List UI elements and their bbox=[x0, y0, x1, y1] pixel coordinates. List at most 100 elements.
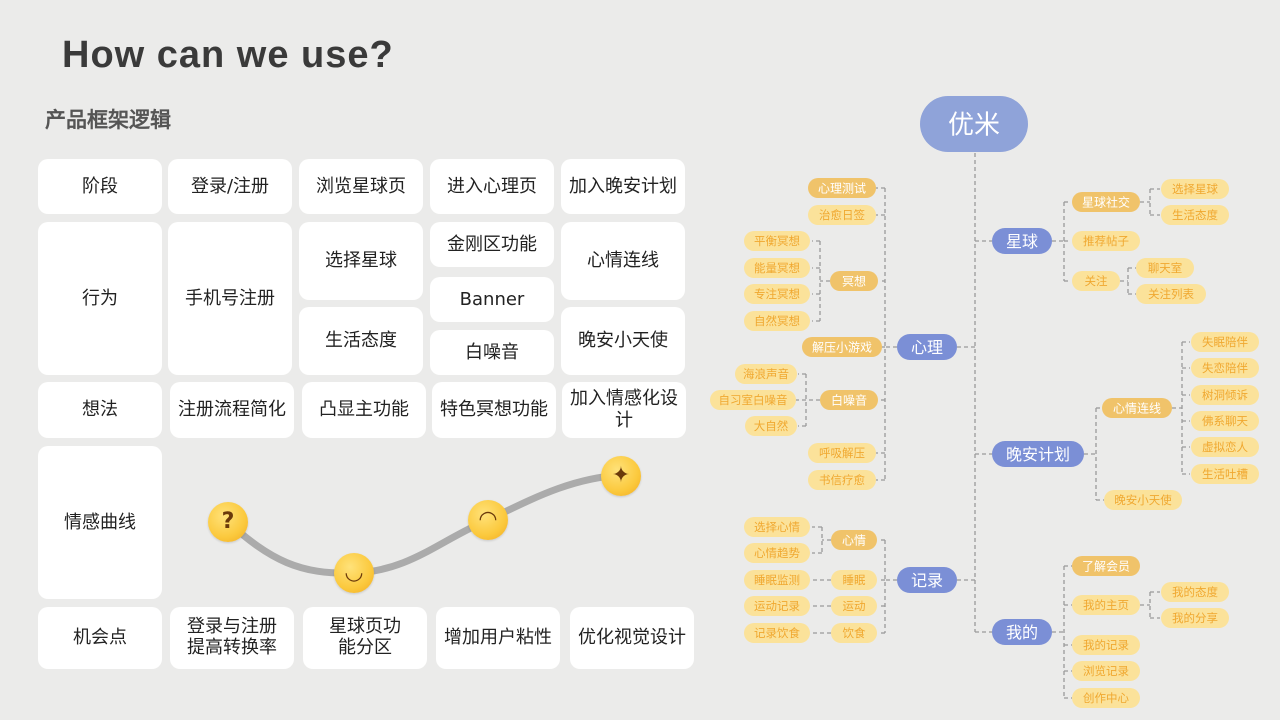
mindmap-node-psych-energy: 能量冥想 bbox=[744, 258, 810, 278]
svg-text:自然冥想: 自然冥想 bbox=[754, 314, 800, 328]
mindmap-node-psych-breath: 呼吸解压 bbox=[808, 443, 876, 463]
mindmap-node-psych-study: 自习室白噪音 bbox=[710, 390, 796, 410]
emotion-curve bbox=[224, 471, 626, 577]
mindmap-node-mine-state: 我的态度 bbox=[1161, 582, 1229, 602]
mindmap-node-record-mood: 心情 bbox=[831, 530, 877, 550]
svg-text:解压小游戏: 解压小游戏 bbox=[812, 340, 872, 354]
mindmap-branch-goodnight: 晚安计划 bbox=[992, 441, 1084, 467]
behavior-white-noise: 白噪音 bbox=[430, 330, 554, 375]
svg-text:生活态度: 生活态度 bbox=[1172, 208, 1218, 222]
svg-text:记录饮食: 记录饮食 bbox=[754, 626, 800, 640]
svg-text:星球: 星球 bbox=[1006, 232, 1038, 251]
svg-text:创作中心: 创作中心 bbox=[1083, 691, 1129, 705]
mindmap-node-record-mood-trend: 心情趋势 bbox=[744, 543, 810, 563]
svg-text:海浪声音: 海浪声音 bbox=[743, 367, 789, 381]
behavior-life-attitude: 生活态度 bbox=[299, 307, 423, 375]
mindmap-node-goodnight-treehole: 树洞倾诉 bbox=[1191, 385, 1259, 405]
svg-text:优米: 优米 bbox=[948, 110, 1000, 140]
svg-text:推荐帖子: 推荐帖子 bbox=[1083, 234, 1129, 248]
mindmap-node-planet-follow-list: 关注列表 bbox=[1136, 284, 1206, 304]
svg-text:我的态度: 我的态度 bbox=[1172, 585, 1218, 599]
behavior-mood-line: 心情连线 bbox=[561, 222, 685, 300]
svg-text:心理测试: 心理测试 bbox=[818, 180, 866, 195]
svg-text:选择心情: 选择心情 bbox=[754, 520, 800, 534]
svg-text:专注冥想: 专注冥想 bbox=[754, 287, 800, 301]
row-label-thought: 想法 bbox=[38, 382, 162, 438]
svg-text:聊天室: 聊天室 bbox=[1148, 261, 1183, 275]
mindmap-node-psych-test: 心理测试 bbox=[808, 178, 876, 198]
mindmap-node-goodnight-chat: 佛系聊天 bbox=[1191, 411, 1259, 431]
opportunity-planet-zones: 星球页功 能分区 bbox=[303, 607, 427, 669]
mindmap-node-psych-meditation: 冥想 bbox=[830, 271, 878, 291]
mindmap-node-record-sleep_monitor: 睡眠监测 bbox=[744, 570, 810, 590]
behavior-kingkong: 金刚区功能 bbox=[430, 222, 554, 267]
svg-text:失眠陪伴: 失眠陪伴 bbox=[1202, 335, 1248, 349]
svg-text:心情趋势: 心情趋势 bbox=[754, 546, 800, 560]
mindmap-node-mine-home: 我的主页 bbox=[1072, 595, 1140, 615]
mindmap-node-psych-nature: 自然冥想 bbox=[744, 311, 810, 331]
svg-text:自习室白噪音: 自习室白噪音 bbox=[719, 393, 788, 407]
party-face-icon: ✦ bbox=[601, 456, 641, 496]
svg-text:树洞倾诉: 树洞倾诉 bbox=[1202, 388, 1248, 402]
row-label-emotion: 情感曲线 bbox=[38, 446, 162, 599]
grinning-face-icon: ◠ bbox=[468, 500, 508, 540]
behavior-banner: Banner bbox=[430, 277, 554, 322]
mindmap-node-psych-white-noise: 白噪音 bbox=[820, 390, 878, 410]
mindmap-node-planet-choose: 选择星球 bbox=[1161, 179, 1229, 199]
svg-text:书信疗愈: 书信疗愈 bbox=[819, 473, 865, 487]
opportunity-stickiness: 增加用户粘性 bbox=[436, 607, 560, 669]
mindmap-branch-mine: 我的 bbox=[992, 619, 1052, 645]
mindmap-node-goodnight-angel: 晚安小天使 bbox=[1104, 490, 1182, 510]
stage-browse-planet: 浏览星球页 bbox=[299, 159, 423, 214]
svg-text:大自然: 大自然 bbox=[754, 419, 789, 433]
mindmap-branch-psych: 心理 bbox=[897, 334, 957, 360]
mindmap-node-record-diet_record: 记录饮食 bbox=[744, 623, 810, 643]
svg-text:了解会员: 了解会员 bbox=[1082, 559, 1130, 573]
svg-text:白噪音: 白噪音 bbox=[831, 392, 867, 407]
mindmap-branch-planet: 星球 bbox=[992, 228, 1052, 254]
page-title: How can we use? bbox=[62, 34, 394, 76]
svg-text:冥想: 冥想 bbox=[842, 273, 866, 288]
svg-text:生活吐槽: 生活吐槽 bbox=[1202, 467, 1248, 481]
svg-text:心理: 心理 bbox=[911, 338, 943, 357]
opportunity-conversion: 登录与注册 提高转换率 bbox=[170, 607, 294, 669]
mindmap-node-goodnight-mood-line: 心情连线 bbox=[1102, 398, 1172, 418]
mindmap-node-record-sleep: 睡眠 bbox=[831, 570, 877, 590]
mindmap-node-psych-game: 解压小游戏 bbox=[802, 337, 882, 357]
mindmap-node-psych-letter: 书信疗愈 bbox=[808, 470, 876, 490]
smiling-face-icon: ◡ bbox=[334, 553, 374, 593]
mindmap-node-planet-social: 星球社交 bbox=[1072, 192, 1140, 212]
mindmap-node-goodnight-insomnia: 失眠陪伴 bbox=[1191, 332, 1259, 352]
mindmap-root: 优米 bbox=[920, 96, 1028, 152]
behavior-register: 手机号注册 bbox=[168, 222, 292, 375]
mindmap-node-planet-chatroom: 聊天室 bbox=[1136, 258, 1194, 278]
svg-text:呼吸解压: 呼吸解压 bbox=[819, 446, 865, 460]
mindmap-node-planet-recommend: 推荐帖子 bbox=[1072, 231, 1140, 251]
svg-text:星球社交: 星球社交 bbox=[1082, 194, 1130, 209]
svg-text:我的: 我的 bbox=[1006, 623, 1038, 642]
mindmap-node-planet-follow: 关注 bbox=[1072, 271, 1120, 291]
svg-text:我的分享: 我的分享 bbox=[1172, 611, 1218, 625]
thought-meditation: 特色冥想功能 bbox=[432, 382, 556, 438]
mindmap-node-mine-vip: 了解会员 bbox=[1072, 556, 1140, 576]
thought-highlight-main: 凸显主功能 bbox=[302, 382, 426, 438]
svg-text:治愈日签: 治愈日签 bbox=[819, 208, 865, 222]
svg-text:选择星球: 选择星球 bbox=[1172, 182, 1218, 196]
mindmap-node-psych-natural: 大自然 bbox=[745, 416, 797, 436]
mindmap-node-mine-records: 我的记录 bbox=[1072, 635, 1140, 655]
mindmap-node-psych-diary: 治愈日签 bbox=[808, 205, 876, 225]
svg-text:我的主页: 我的主页 bbox=[1083, 598, 1129, 612]
svg-text:饮食: 饮食 bbox=[843, 626, 866, 640]
row-label-behavior: 行为 bbox=[38, 222, 162, 375]
svg-text:心情连线: 心情连线 bbox=[1113, 400, 1161, 415]
svg-text:能量冥想: 能量冥想 bbox=[754, 261, 800, 275]
svg-text:佛系聊天: 佛系聊天 bbox=[1202, 414, 1248, 428]
stage-psych-page: 进入心理页 bbox=[430, 159, 554, 214]
svg-text:平衡冥想: 平衡冥想 bbox=[754, 234, 800, 248]
svg-text:晚安小天使: 晚安小天使 bbox=[1114, 493, 1172, 507]
thought-emotional-design: 加入情感化设计 bbox=[562, 382, 686, 438]
mindmap-node-goodnight-heartbreak: 失恋陪伴 bbox=[1191, 358, 1259, 378]
svg-text:浏览记录: 浏览记录 bbox=[1083, 664, 1129, 678]
